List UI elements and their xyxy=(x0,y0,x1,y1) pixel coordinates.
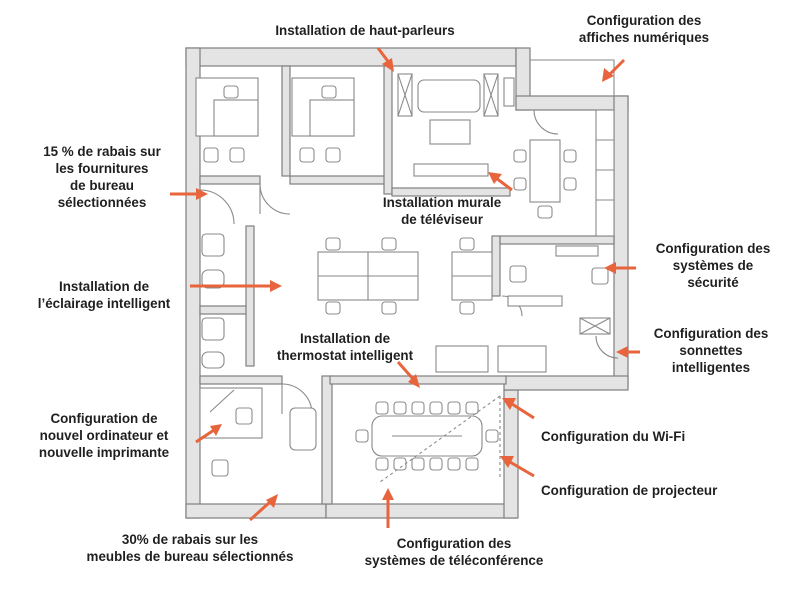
office-furniture xyxy=(195,77,355,163)
callout-computer-line-1: Configuration de xyxy=(50,411,158,426)
callout-computer-line-2: nouvel ordinateur et xyxy=(39,428,169,443)
callout-computer: Configuration de nouvel ordinateur et no… xyxy=(39,410,169,461)
callout-tv-line-2: de téléviseur xyxy=(401,212,483,227)
callout-teleconference: Configuration des systèmes de téléconfér… xyxy=(365,535,544,569)
callout-furniture-line-2: meubles de bureau sélectionnés xyxy=(86,549,294,564)
restroom-fixtures xyxy=(201,233,225,369)
kitchen-furniture xyxy=(513,109,615,237)
arrow-speakers xyxy=(376,47,394,72)
callout-speakers: Installation de haut-parleurs xyxy=(275,22,454,39)
callout-projector: Configuration de projecteur xyxy=(541,482,717,499)
callout-thermostat: Installation de thermostat intelligent xyxy=(277,330,413,364)
arrow-lighting xyxy=(190,280,282,292)
interior-walls xyxy=(199,65,615,505)
callout-signage-line-2: affiches numériques xyxy=(578,30,710,45)
callout-doorbells-line-2: sonnettes xyxy=(679,343,743,358)
callout-doorbells-line-3: intelligentes xyxy=(671,360,751,375)
arrow-security xyxy=(604,262,636,274)
callout-signage-line-1: Configuration des xyxy=(586,13,702,28)
callout-computer-line-3: nouvelle imprimante xyxy=(38,445,170,460)
callout-lighting-line-1: Installation de xyxy=(58,279,150,294)
arrow-supplies xyxy=(170,188,208,200)
callout-signage: Configuration des affiches numériques xyxy=(579,12,709,46)
callout-security-line-3: sécurité xyxy=(687,275,739,290)
arrow-signage xyxy=(602,58,626,82)
callout-supplies: 15 % de rabais sur les fournitures de bu… xyxy=(43,143,161,211)
callout-doorbells-line-1: Configuration des xyxy=(653,326,769,341)
callout-security-line-2: systèmes de xyxy=(672,258,754,273)
arrow-teleconference xyxy=(382,488,394,528)
arrow-computer xyxy=(195,424,222,444)
callout-wifi: Configuration du Wi-Fi xyxy=(541,428,685,445)
arrow-wifi xyxy=(502,398,535,420)
callout-teleconference-line-1: Configuration des xyxy=(396,536,512,551)
callout-speakers-line-1: Installation de haut-parleurs xyxy=(275,23,455,38)
callout-arrows xyxy=(170,47,640,528)
callout-tv-line-1: Installation murale xyxy=(382,195,502,210)
lounge-furniture xyxy=(397,73,515,177)
conference-room-furniture xyxy=(355,395,501,483)
arrow-doorbells xyxy=(616,346,640,358)
callout-wifi-line-1: Configuration du Wi-Fi xyxy=(541,429,686,444)
callout-furniture: 30% de rabais sur les meubles de bureau … xyxy=(87,531,294,565)
callout-supplies-line-2: les fournitures xyxy=(55,161,149,176)
callout-doorbells: Configuration des sonnettes intelligente… xyxy=(654,325,769,376)
bottom-office-furniture xyxy=(199,387,317,477)
callout-thermostat-line-2: thermostat intelligent xyxy=(276,348,414,363)
callout-supplies-line-4: sélectionnées xyxy=(57,195,147,210)
arrow-thermostat xyxy=(396,361,420,388)
callout-lighting: Installation de l’éclairage intelligent xyxy=(38,278,170,312)
callout-projector-line-1: Configuration de projecteur xyxy=(541,483,718,498)
callout-security: Configuration des systèmes de sécurité xyxy=(656,240,771,291)
callout-tv: Installation murale de téléviseur xyxy=(383,194,501,228)
arrow-projector xyxy=(500,456,535,478)
callout-furniture-line-1: 30% de rabais sur les xyxy=(121,532,259,547)
security-office-furniture xyxy=(435,245,611,373)
callout-lighting-line-2: l’éclairage intelligent xyxy=(37,296,171,311)
callout-thermostat-line-1: Installation de xyxy=(299,331,391,346)
arrow-furniture xyxy=(248,494,278,522)
arrow-tv xyxy=(488,172,513,192)
callout-teleconference-line-2: systèmes de téléconférence xyxy=(364,553,544,568)
callout-security-line-1: Configuration des xyxy=(655,241,771,256)
open-area-desks xyxy=(317,237,493,315)
callout-supplies-line-1: 15 % de rabais sur xyxy=(43,144,161,159)
callout-supplies-line-3: de bureau xyxy=(69,178,134,193)
